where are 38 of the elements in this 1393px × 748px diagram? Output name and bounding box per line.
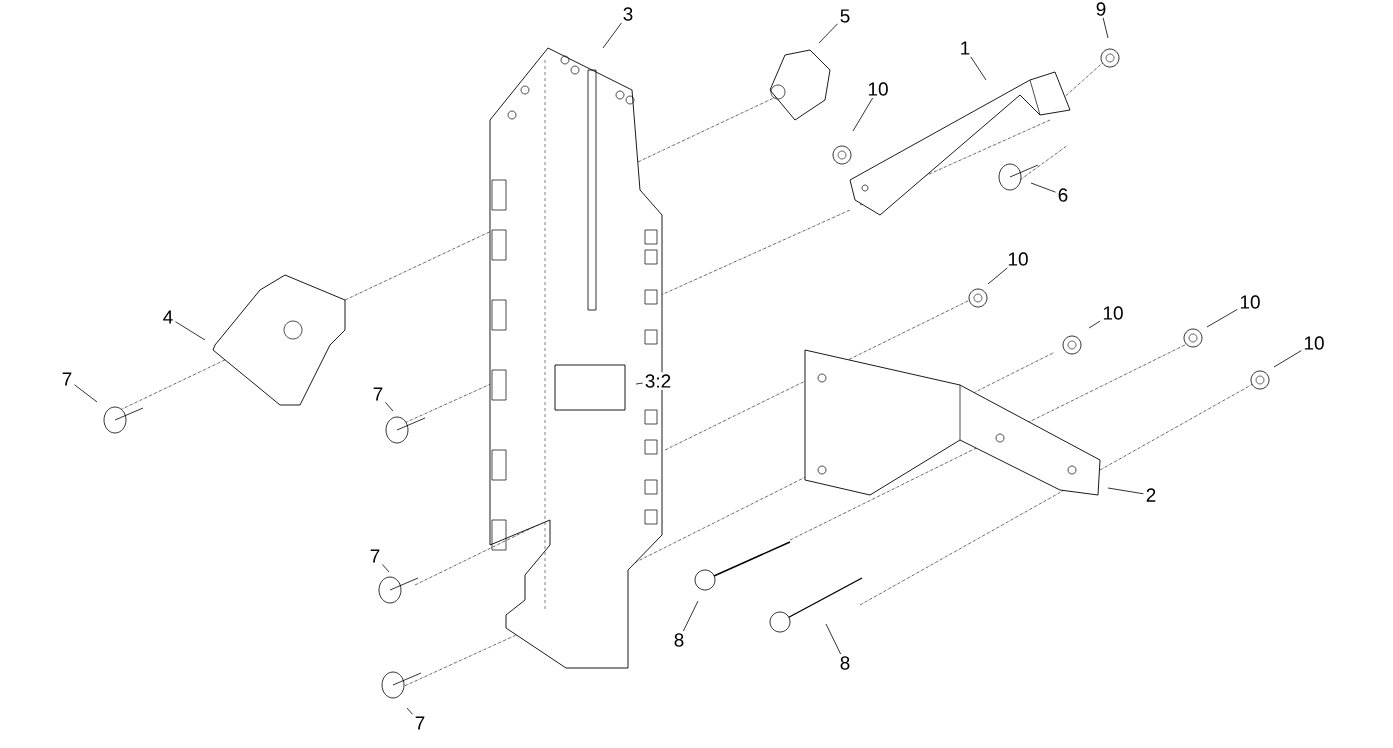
callout-number: 10 — [1005, 250, 1031, 268]
leader-line — [602, 22, 622, 49]
callout-number: 7 — [59, 370, 75, 388]
leader-line — [385, 402, 394, 412]
callout-number: 6 — [1055, 186, 1071, 204]
callout-number: 3 — [620, 5, 636, 23]
leader-line — [825, 623, 842, 655]
leader-line — [1088, 320, 1101, 329]
leader-line — [382, 564, 390, 573]
leader-line — [1030, 182, 1056, 193]
leader-line — [852, 97, 874, 132]
leader-line — [635, 382, 643, 385]
callout-number: 10 — [1100, 304, 1126, 322]
leader-line — [987, 267, 1008, 285]
callout-number: 10 — [865, 80, 891, 98]
callout-number: 8 — [837, 654, 853, 672]
leader-line — [1107, 487, 1144, 495]
leader-line — [818, 23, 838, 44]
callout-number: 5 — [837, 7, 853, 25]
callout-number: 10 — [1301, 334, 1327, 352]
callout-number: 2 — [1143, 486, 1159, 504]
leader-line — [175, 321, 206, 341]
callout-number: 4 — [160, 308, 176, 326]
leader-line — [74, 384, 98, 403]
leader-line — [1206, 309, 1238, 328]
callout-number: 3:2 — [642, 372, 674, 390]
callout-number: 9 — [1093, 0, 1109, 18]
callout-number: 8 — [671, 631, 687, 649]
leader-line — [406, 707, 413, 715]
leader-line — [682, 600, 699, 632]
callout-number: 1 — [957, 39, 973, 57]
leader-line — [1273, 350, 1302, 368]
callout-number: 10 — [1237, 293, 1263, 311]
callout-number: 7 — [367, 547, 383, 565]
callout-number: 7 — [412, 714, 428, 732]
callout-number: 7 — [370, 385, 386, 403]
leader-line — [970, 56, 987, 81]
leader-line — [1102, 17, 1109, 39]
